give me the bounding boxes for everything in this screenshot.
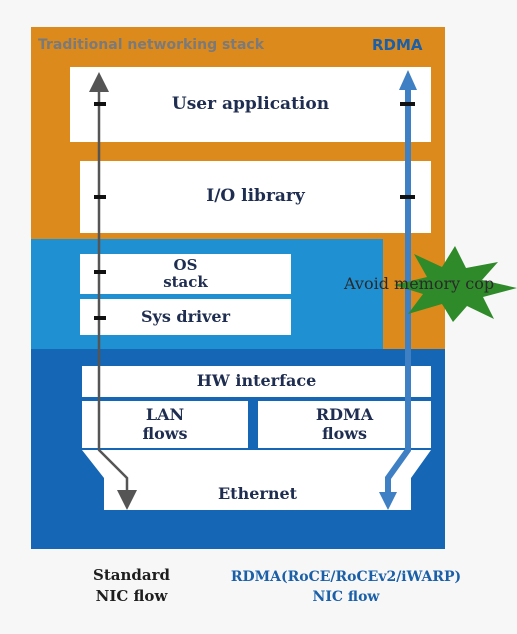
standard-tick-io <box>94 195 106 199</box>
standard-caption-line2: NIC flow <box>95 587 168 605</box>
standard-caption-line1: Standard <box>93 566 170 584</box>
hw-interface-label: HW interface <box>196 371 317 391</box>
rdma-arrow-head-bottom <box>379 492 397 510</box>
rdma-arrow-head-top <box>399 70 417 90</box>
sys-driver-label: Sys driver <box>140 306 231 326</box>
lan-flows-label-line1: LAN <box>145 405 185 425</box>
ethernet-box: Ethernet <box>104 478 411 510</box>
rdma-tick-user <box>400 102 415 106</box>
os-stack-label-line1: OS <box>173 255 198 274</box>
rdma-flows-label-line2: flows <box>321 423 368 443</box>
rdma-tick-io <box>400 195 415 199</box>
standard-tick-os <box>94 270 106 274</box>
hw-interface-box: HW interface <box>82 366 431 397</box>
rdma-flows-box: RDMA flows <box>258 401 431 448</box>
rdma-nic-flow-arrow <box>385 88 411 494</box>
os-stack-label-line2: stack <box>163 273 208 291</box>
rdma-flows-label-line1: RDMA <box>315 405 374 425</box>
rdma-nic-flow-caption: RDMA(RoCE/RoCEv2/iWARP) NIC flow <box>206 567 486 608</box>
standard-tick-sys <box>94 316 106 320</box>
traditional-stack-heading: Traditional networking stack <box>38 37 265 53</box>
standard-tick-user <box>94 102 106 106</box>
rdma-caption-line1: RDMA(RoCE/RoCEv2/iWARP) <box>230 569 462 585</box>
io-library-box: I/O library <box>80 161 431 233</box>
io-library-label: I/O library <box>206 186 305 207</box>
standard-nic-flow-arrow <box>89 72 137 510</box>
lan-flows-label-line2: flows <box>142 423 188 443</box>
standard-nic-flow-caption: Standard NIC flow <box>93 565 170 607</box>
rdma-heading: RDMA <box>372 36 423 54</box>
user-application-label: User application <box>171 93 330 114</box>
rdma-caption-line2: NIC flow <box>312 589 380 606</box>
avoid-memory-copy-callout: Avoid memory cop <box>344 274 495 293</box>
avoid-memory-copy-starburst <box>394 246 517 322</box>
ethernet-label: Ethernet <box>217 483 298 503</box>
